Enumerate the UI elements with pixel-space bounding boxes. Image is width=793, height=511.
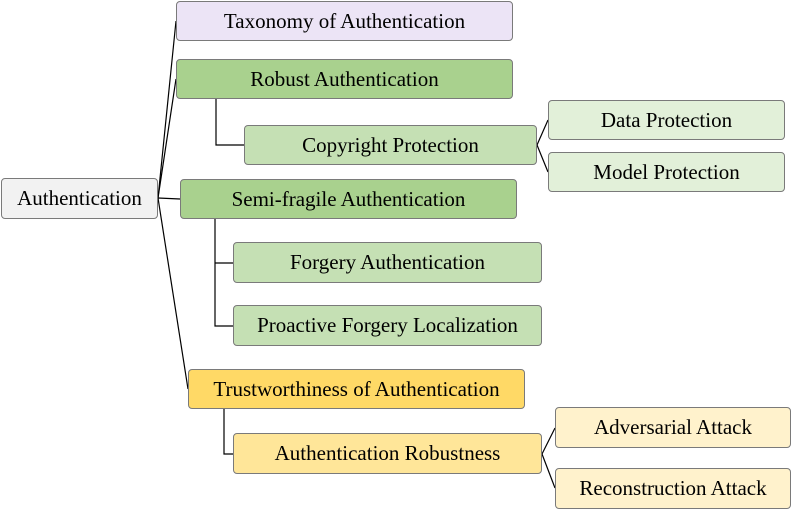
connector-copyright-data [536, 119, 549, 146]
connector-root-semi [157, 197, 181, 200]
connector-trust-robustness [223, 409, 233, 455]
node-label: Model Protection [593, 159, 740, 184]
node-reconstruction-attack: Reconstruction Attack [555, 468, 791, 509]
node-adversarial-attack: Adversarial Attack [555, 407, 791, 448]
node-taxonomy-of-authentication: Taxonomy of Authentication [176, 1, 513, 41]
node-label: Robust Authentication [250, 66, 439, 91]
node-label: Trustworthiness of Authentication [213, 376, 500, 401]
node-trustworthiness-of-authentication: Trustworthiness of Authentication [188, 369, 525, 409]
node-model-protection: Model Protection [548, 152, 785, 192]
node-semi-fragile-authentication: Semi-fragile Authentication [180, 179, 517, 219]
connector-root-robust [157, 78, 177, 199]
node-forgery-authentication: Forgery Authentication [233, 242, 542, 283]
node-label: Authentication [17, 186, 142, 210]
node-label: Adversarial Attack [593, 415, 753, 439]
node-proactive-forgery-localization: Proactive Forgery Localization [233, 305, 542, 346]
node-authentication: Authentication [1, 178, 158, 219]
node-copyright-protection: Copyright Protection [244, 125, 537, 165]
connector-root-taxonomy [157, 20, 177, 199]
connector-robustness-adv [541, 427, 556, 455]
node-data-protection: Data Protection [548, 100, 785, 140]
node-label: Data Protection [600, 107, 733, 132]
connector-robustness-recon [541, 453, 556, 489]
node-authentication-robustness: Authentication Robustness [233, 433, 542, 474]
connector-group [157, 20, 556, 489]
node-robust-authentication: Robust Authentication [176, 59, 513, 99]
node-label: Proactive Forgery Localization [257, 313, 518, 337]
connector-root-trust [157, 197, 189, 390]
node-label: Semi-fragile Authentication [231, 186, 466, 211]
connector-copyright-model [536, 144, 549, 173]
connector-semi-children [214, 219, 233, 327]
node-label: Copyright Protection [302, 132, 479, 157]
node-label: Reconstruction Attack [579, 476, 767, 500]
connector-robust-copyright [215, 99, 244, 146]
node-label: Taxonomy of Authentication [223, 8, 466, 33]
node-label: Authentication Robustness [274, 441, 501, 465]
node-label: Forgery Authentication [290, 250, 485, 274]
